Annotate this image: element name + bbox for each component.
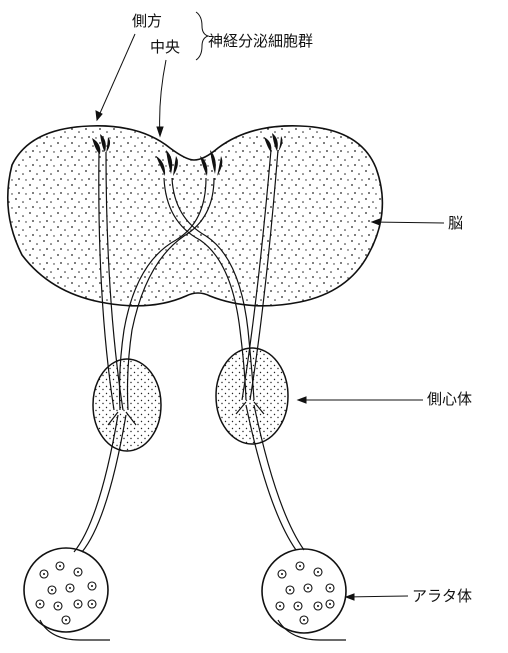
- label-lateral: 側方: [132, 14, 162, 29]
- label-brain: 脳: [448, 216, 463, 231]
- label-neurosecretory-cell-group: 神経分泌細胞群: [208, 34, 313, 49]
- label-corpus-allatum: アラタ体: [412, 589, 472, 604]
- brain-outline: [8, 126, 383, 306]
- label-central: 中央: [150, 40, 180, 55]
- label-corpus-cardiacum: 側心体: [427, 392, 472, 407]
- corpus-cardiacum-left: [93, 359, 161, 451]
